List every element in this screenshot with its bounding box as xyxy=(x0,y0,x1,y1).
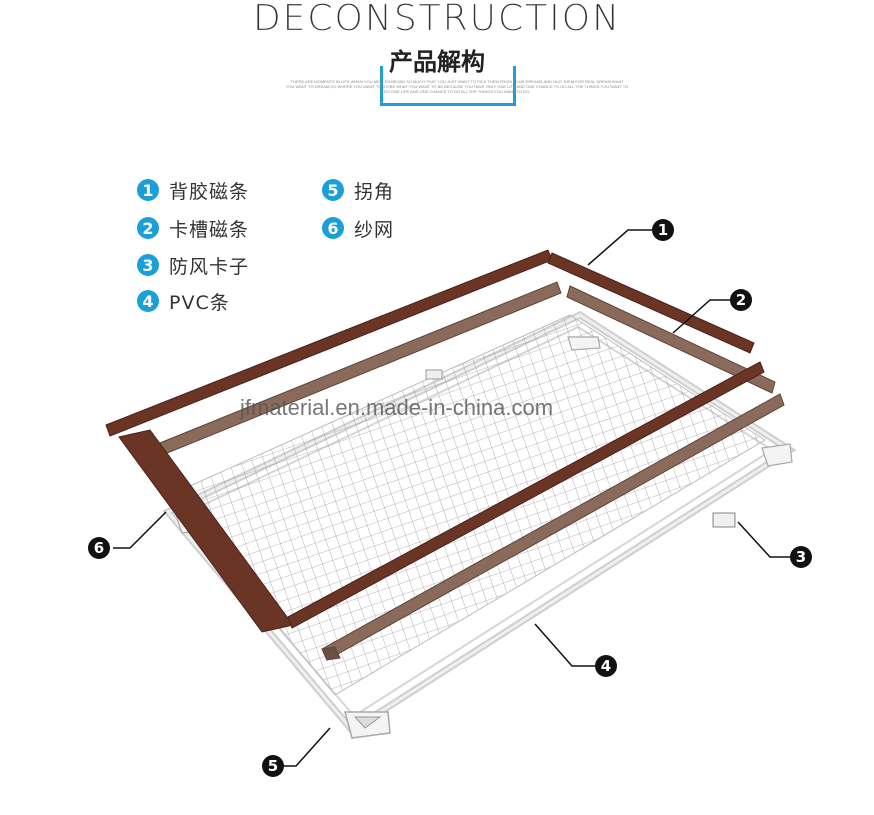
fine-print: THERE ARE MOMENTS IN LIFE WHEN YOU MISS … xyxy=(272,79,642,94)
page-title: DECONSTRUCTION xyxy=(252,0,622,39)
callout-3: 3 xyxy=(790,546,812,568)
page-subtitle: 产品解构 xyxy=(389,48,485,76)
callout-1: 1 xyxy=(652,219,674,241)
legend-number: 3 xyxy=(137,254,159,276)
fine-print-line: YOU WANT TO DREAM;GO WHERE YOU WANT TO G… xyxy=(285,84,629,89)
legend-item-1: 1 背胶磁条 xyxy=(137,177,249,203)
legend-number: 4 xyxy=(137,290,159,312)
legend-item-6: 6 纱网 xyxy=(322,215,394,241)
wind-clips xyxy=(425,369,736,528)
fine-print-line: THERE ARE MOMENTS IN LIFE WHEN YOU MISS … xyxy=(290,79,624,84)
callout-4: 4 xyxy=(595,655,617,677)
legend-item-2: 2 卡槽磁条 xyxy=(137,215,249,241)
legend-item-3: 3 防风卡子 xyxy=(137,252,249,278)
legend-label: 防风卡子 xyxy=(169,255,250,278)
fine-print-line: DO.ONE LIFE AND ONE CHANCE TO DO ALL THE… xyxy=(383,89,531,94)
legend-label: 纱网 xyxy=(354,218,395,241)
legend-number: 2 xyxy=(137,217,159,239)
watermark: jfmaterial.en.made-in-china.com xyxy=(240,395,554,420)
legend-label: 背胶磁条 xyxy=(169,180,250,203)
leader-lines xyxy=(113,229,790,767)
legend-number: 6 xyxy=(322,217,344,239)
legend-label: 卡槽磁条 xyxy=(169,218,250,241)
legend-number: 5 xyxy=(322,179,344,201)
callout-6: 6 xyxy=(88,537,110,559)
title-bracket xyxy=(380,66,516,106)
legend-number: 1 xyxy=(137,179,159,201)
legend-label: PVC条 xyxy=(169,291,230,314)
legend-item-4: 4 PVC条 xyxy=(137,288,230,314)
callout-2: 2 xyxy=(730,289,752,311)
legend-item-5: 5 拐角 xyxy=(322,177,394,203)
legend-label: 拐角 xyxy=(354,180,395,203)
groove-magnet-strips xyxy=(149,281,785,661)
callout-5: 5 xyxy=(262,755,284,777)
adhesive-magnet-strips xyxy=(105,249,765,633)
